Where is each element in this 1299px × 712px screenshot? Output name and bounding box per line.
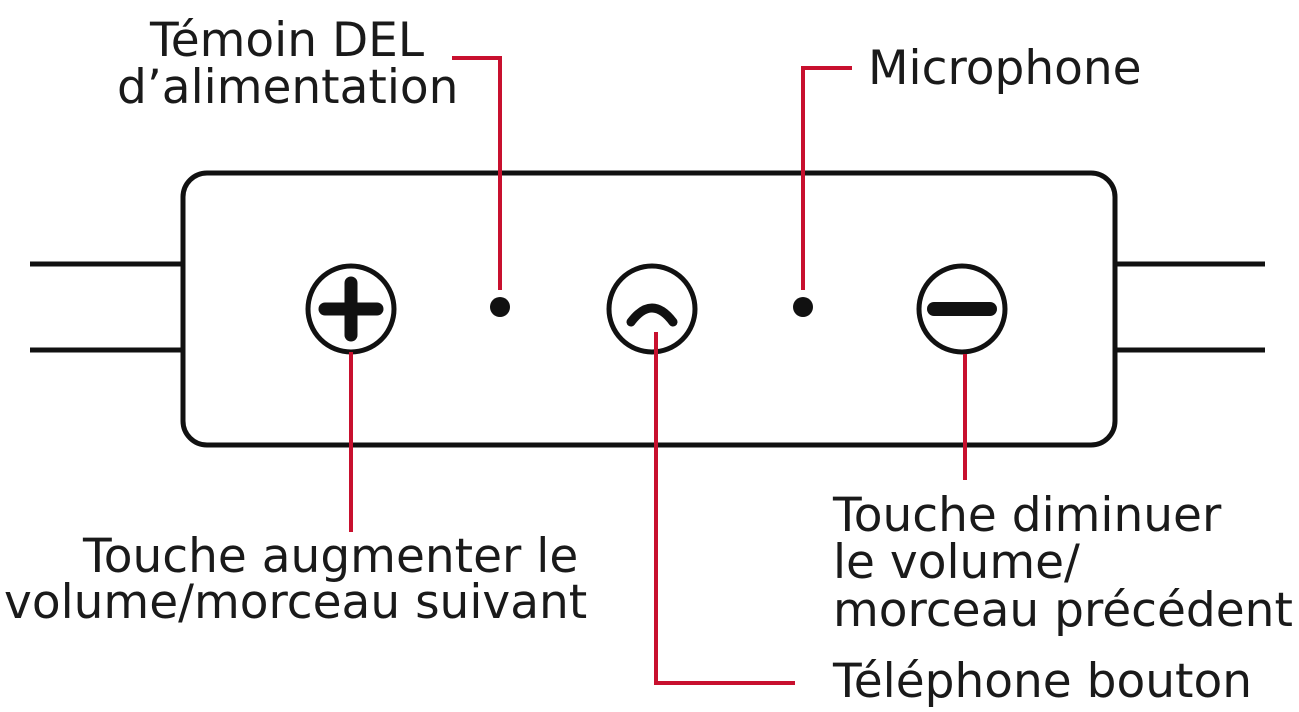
volume-up-label-line1: Touche augmenter le <box>82 529 578 584</box>
handset-icon-arc <box>626 303 678 327</box>
microphone-label: Microphone <box>868 41 1142 96</box>
phone-button-label: Téléphone bouton <box>832 654 1252 709</box>
led-label-line2: d’alimentation <box>117 60 458 115</box>
remote-body <box>180 170 1118 448</box>
volume-up-label-line2: volume/morceau suivant <box>4 575 587 630</box>
volume-down-label-line3: morceau précédent <box>833 583 1293 638</box>
phone-leader-line <box>654 332 795 685</box>
volume-up-button[interactable] <box>305 263 397 355</box>
volume-down-label-line2: le volume/ <box>833 535 1080 590</box>
microphone-hole <box>793 297 813 317</box>
led-leader-line <box>452 56 502 290</box>
handset-icon <box>606 263 698 355</box>
volume-down-button[interactable] <box>916 263 1008 355</box>
volume-down-label-line1: Touche diminuer <box>832 488 1222 543</box>
microphone-leader-line <box>801 66 852 290</box>
phone-button[interactable] <box>606 263 698 355</box>
minus-icon <box>916 263 1008 355</box>
led-label-line1: Témoin DEL <box>149 13 424 68</box>
power-led-indicator <box>490 297 510 317</box>
